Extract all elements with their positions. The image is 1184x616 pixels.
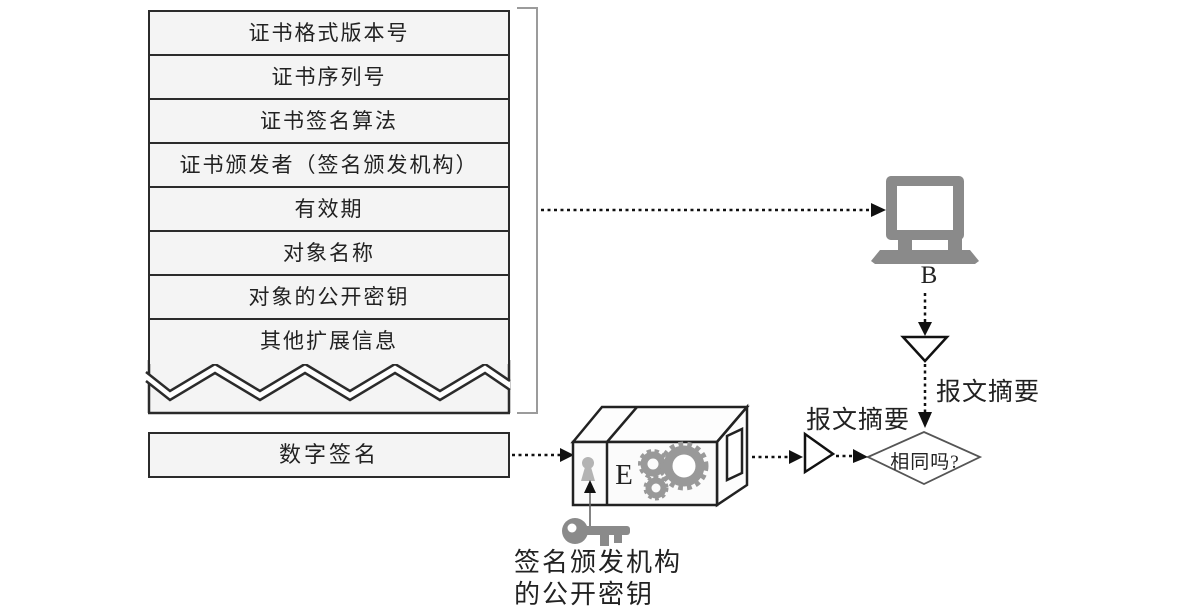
certificate-field-publickey: 对象的公开密钥 — [148, 274, 510, 320]
keyhole-icon — [581, 457, 595, 481]
public-key-caption: 签名颁发机构 的公开密钥 — [514, 547, 682, 611]
public-key-caption-line2: 的公开密钥 — [514, 580, 655, 609]
certificate-field-subject: 对象名称 — [148, 230, 510, 276]
computer-icon — [871, 176, 979, 264]
digest-label-right: 报文摘要 — [936, 379, 1041, 406]
certificate-field-serial: 证书序列号 — [148, 54, 510, 100]
digital-signature-box: 数字签名 — [148, 432, 510, 478]
certificate-field-version: 证书格式版本号 — [148, 10, 510, 56]
public-key-caption-line1: 签名颁发机构 — [514, 548, 683, 577]
funnel-triangle-icon — [900, 335, 950, 363]
bracket-grouping — [517, 7, 538, 414]
gear-machine-icon — [570, 403, 750, 508]
digest-triangle-icon — [803, 431, 836, 475]
arrow-signature-to-machine — [512, 448, 574, 462]
key-icon — [562, 480, 630, 546]
receiver-label: B — [920, 262, 938, 289]
arrow-hash-to-compare — [918, 364, 932, 428]
digest-label-left: 报文摘要 — [806, 407, 911, 434]
arrow-machine-to-digest — [752, 450, 803, 464]
certificate-field-validity: 有效期 — [148, 186, 510, 232]
gears-icon — [638, 441, 709, 501]
output-slot — [725, 427, 744, 482]
certificate-field-algorithm: 证书签名算法 — [148, 98, 510, 144]
compare-question-label: 相同吗? — [890, 452, 960, 473]
arrow-digest-to-compare — [836, 449, 868, 463]
decrypt-box-label: E — [615, 459, 633, 491]
arrow-receiver-to-hash — [918, 293, 932, 336]
tear-gap — [146, 364, 510, 400]
certificate-field-issuer: 证书颁发者（签名颁发机构） — [148, 142, 510, 188]
diamond-decision-shape — [865, 431, 983, 485]
certificate-field-extensions: 其他扩展信息 — [148, 318, 510, 364]
arrow-cert-to-receiver — [541, 203, 886, 217]
torn-edge — [145, 360, 511, 415]
